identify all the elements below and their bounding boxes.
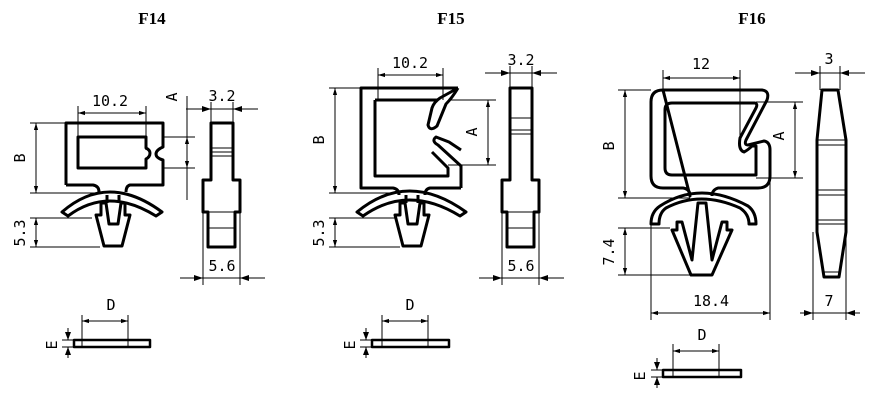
height-dimension-b: B	[600, 141, 618, 150]
e-dimension: E	[631, 371, 649, 380]
dimensions: 12 B 7.4 A 3 18.4 7	[600, 50, 865, 320]
front-view	[60, 121, 165, 248]
width-dimension: 10.2	[92, 92, 128, 110]
e-dimension: E	[341, 340, 359, 349]
base-dimension: 5.6	[507, 257, 534, 275]
clip-f16: F16 12 B 7.4 A 3 18.4 7	[600, 9, 865, 388]
leg-dimension: 5.3	[11, 219, 29, 246]
d-dimension: D	[405, 296, 414, 314]
width-dimension: 12	[692, 55, 710, 73]
side-view	[500, 86, 541, 249]
e-dimension: E	[43, 340, 61, 349]
front-view	[355, 86, 468, 248]
d-dimension: D	[697, 326, 706, 344]
detail-d-e: D E	[43, 296, 152, 358]
height-dimension-b: B	[310, 135, 328, 144]
thickness-dimension: 3	[824, 50, 833, 68]
total-width-dimension: 18.4	[693, 292, 729, 310]
front-view	[649, 88, 772, 277]
gap-dimension-a: A	[163, 92, 181, 101]
width-dimension: 10.2	[392, 54, 428, 72]
gap-dimension-a: A	[770, 131, 788, 140]
dimensions: 10.2 B 5.3 A 3.2 5.6	[11, 87, 265, 285]
clip-title: F16	[738, 9, 765, 28]
clip-f15: F15 10.2 B 5.3 A 3.2 5.6	[310, 9, 564, 358]
clip-title: F14	[138, 9, 166, 28]
dimensions: 10.2 B 5.3 A 3.2 5.6	[310, 51, 564, 285]
base-dimension: 7	[824, 292, 833, 310]
side-view	[201, 121, 242, 249]
height-dimension-b: B	[11, 153, 29, 162]
side-view	[815, 88, 848, 279]
base-dimension: 5.6	[208, 257, 235, 275]
thickness-dimension: 3.2	[507, 51, 534, 69]
leg-dimension: 5.3	[310, 219, 328, 246]
detail-d-e: D E	[631, 326, 743, 388]
clip-title: F15	[437, 9, 464, 28]
detail-d-e: D E	[341, 296, 451, 358]
d-dimension: D	[106, 296, 115, 314]
clip-f14: F14 10.2 B 5.3 A 3.2 5.6	[11, 9, 265, 358]
leg-dimension: 7.4	[600, 238, 618, 265]
thickness-dimension: 3.2	[208, 87, 235, 105]
gap-dimension-a: A	[463, 127, 481, 136]
